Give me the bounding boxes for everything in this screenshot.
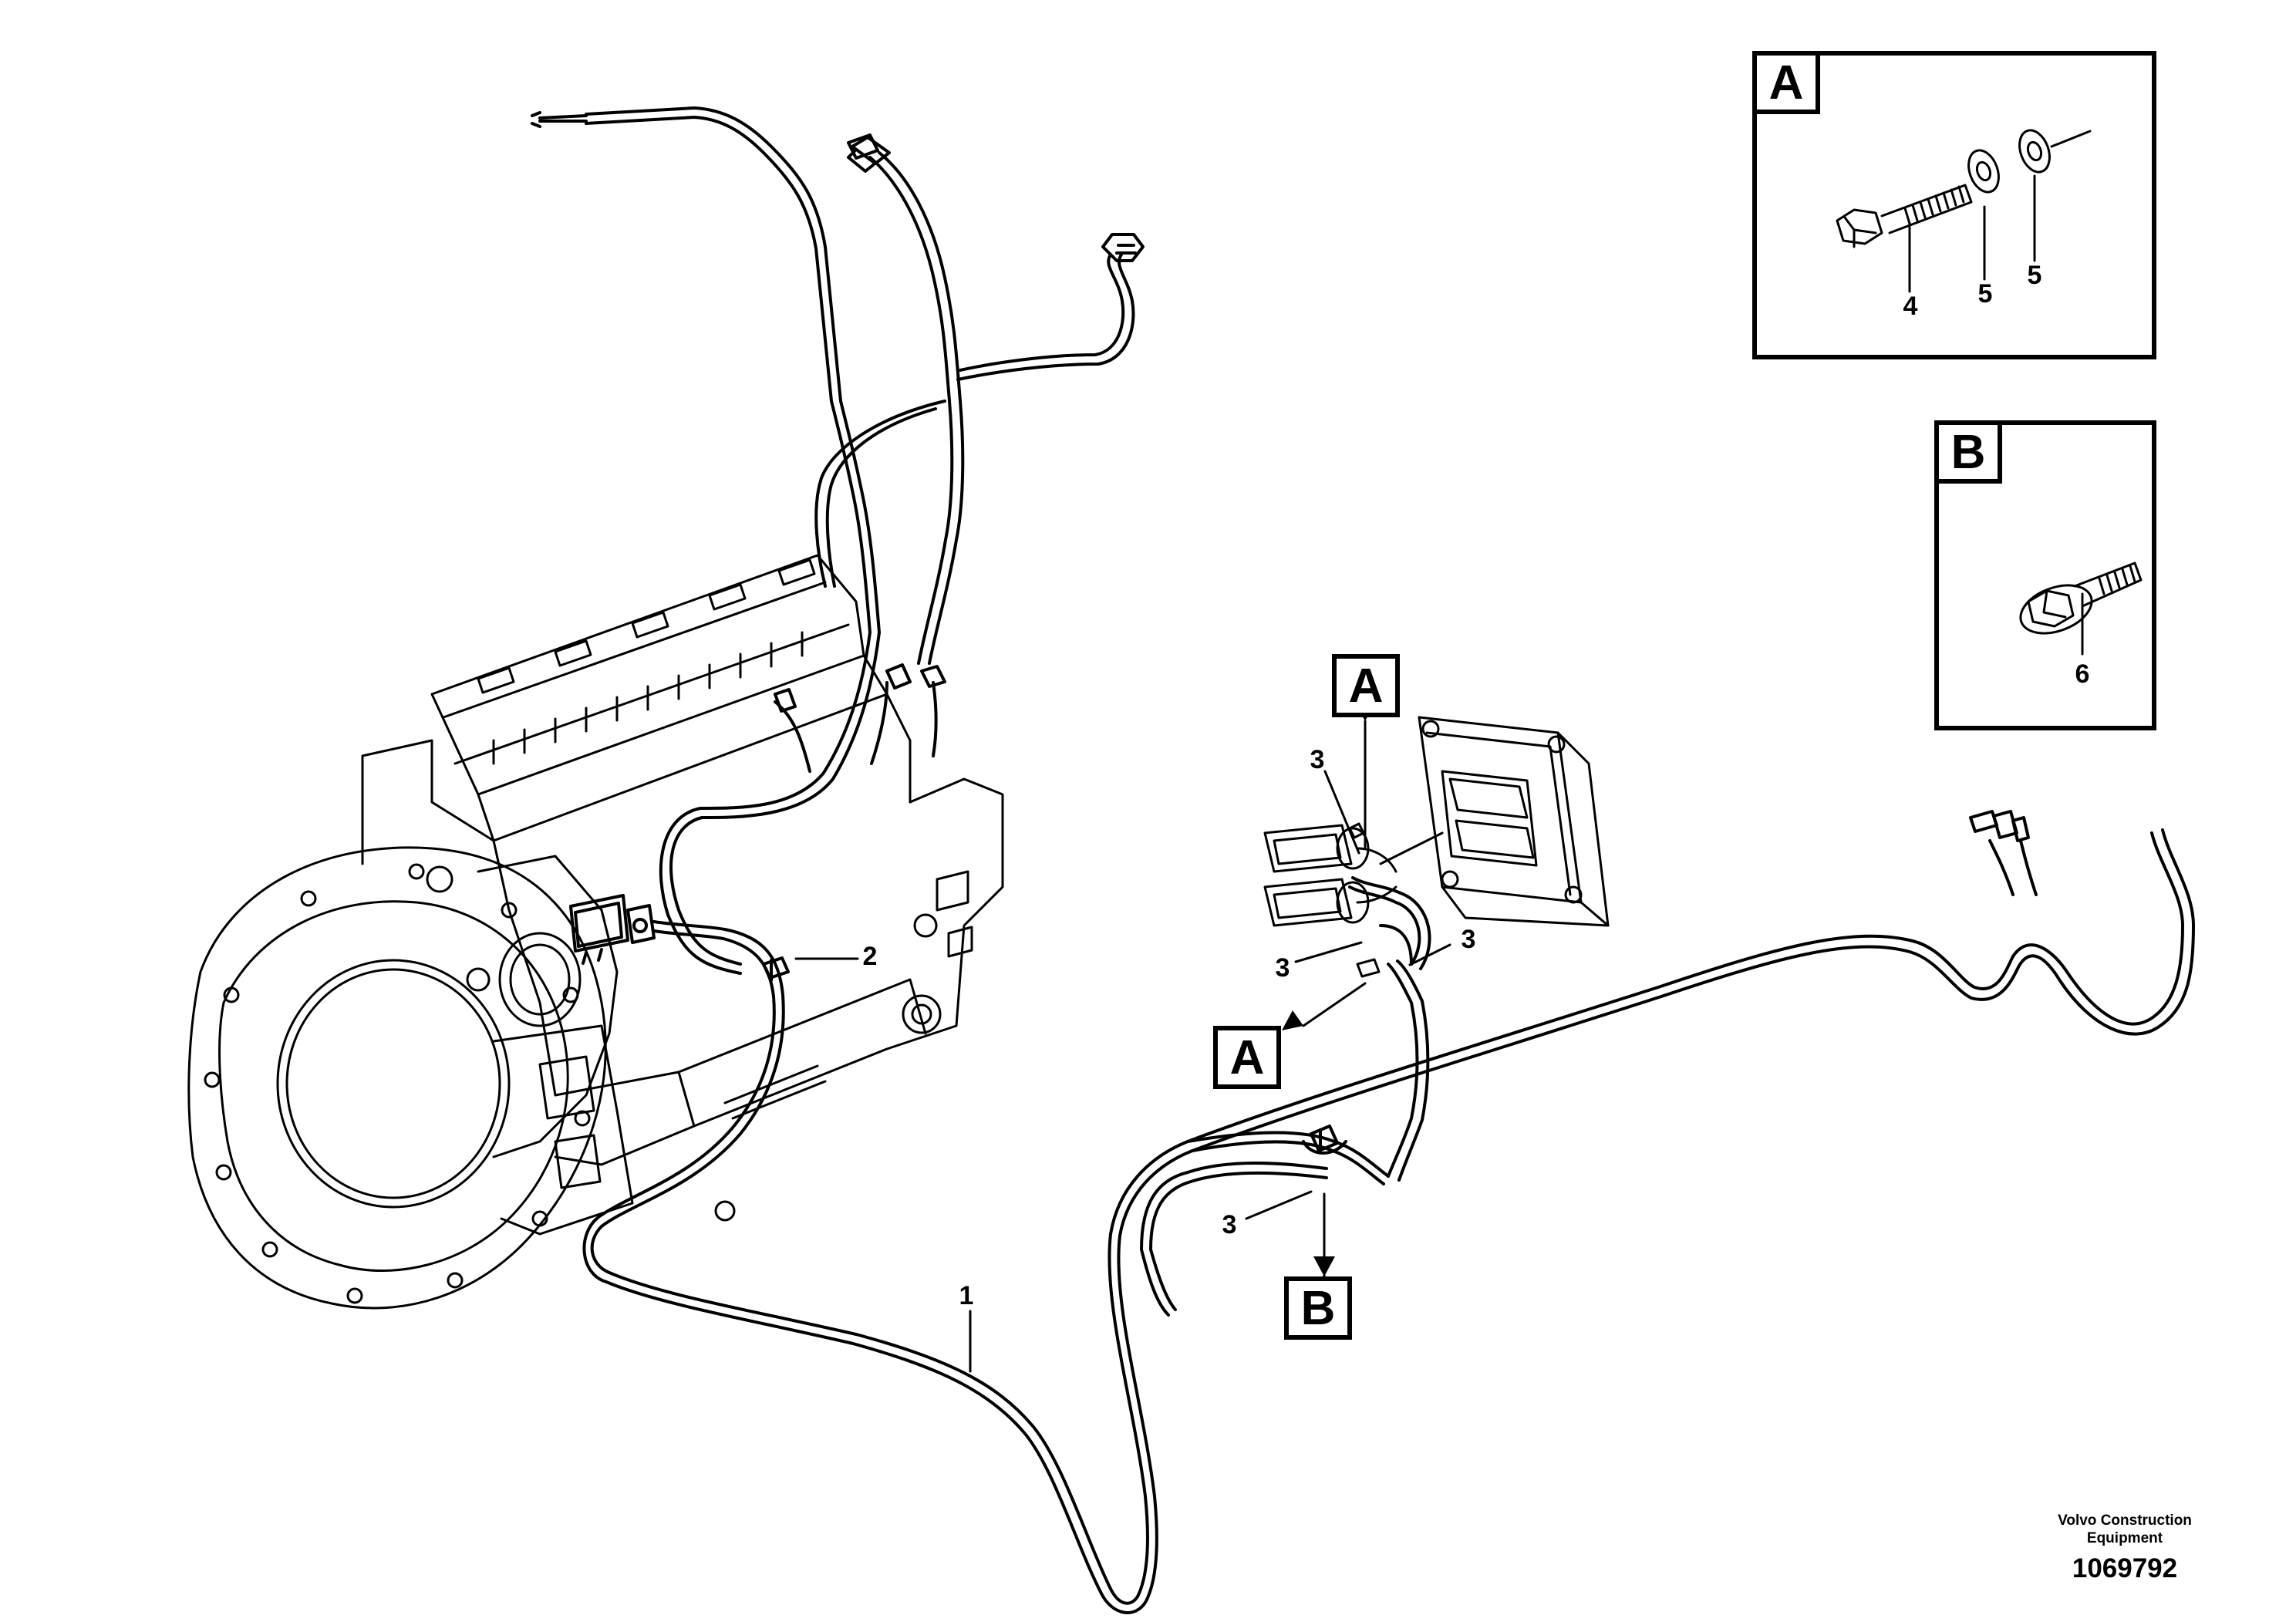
callout-3-right: 3 — [1461, 925, 1476, 954]
view-tag-a-upper: A — [1332, 654, 1400, 717]
callout-5-second: 5 — [2027, 261, 2042, 290]
ecu-connectors — [1263, 822, 1444, 978]
ecu-unit — [1418, 716, 1610, 927]
detail-b-parts — [2019, 561, 2143, 635]
engine-block — [361, 554, 1004, 1166]
detail-b-box — [1934, 420, 2156, 730]
leader-lines — [794, 130, 2092, 1373]
callout-6: 6 — [2075, 659, 2090, 689]
detail-a-box — [1752, 51, 2156, 359]
callout-3-top: 3 — [1310, 745, 1325, 774]
detail-a-parts — [1836, 129, 2051, 248]
view-tag-b: B — [1284, 1276, 1352, 1340]
arrowheads — [1282, 701, 1376, 1276]
flywheel-housing — [187, 846, 938, 1310]
company-name: Volvo Construction Equipment — [2058, 1512, 2192, 1546]
detail-b-tag: B — [1934, 420, 2002, 484]
document-number: 1069792 — [2072, 1553, 2178, 1583]
callout-4: 4 — [1903, 292, 1918, 321]
detail-a-tag: A — [1752, 51, 1820, 114]
engine-harness — [531, 106, 1194, 1614]
chassis-harness — [1140, 810, 2195, 1317]
view-tag-a-lower: A — [1213, 1026, 1281, 1089]
callout-5-first: 5 — [1977, 279, 1993, 309]
callout-2: 2 — [862, 942, 878, 971]
callout-3-bottom: 3 — [1222, 1210, 1237, 1239]
callout-3-left: 3 — [1275, 953, 1290, 983]
footer: Volvo Construction Equipment 1069792 — [2028, 1512, 2221, 1584]
callout-1: 1 — [959, 1281, 974, 1310]
